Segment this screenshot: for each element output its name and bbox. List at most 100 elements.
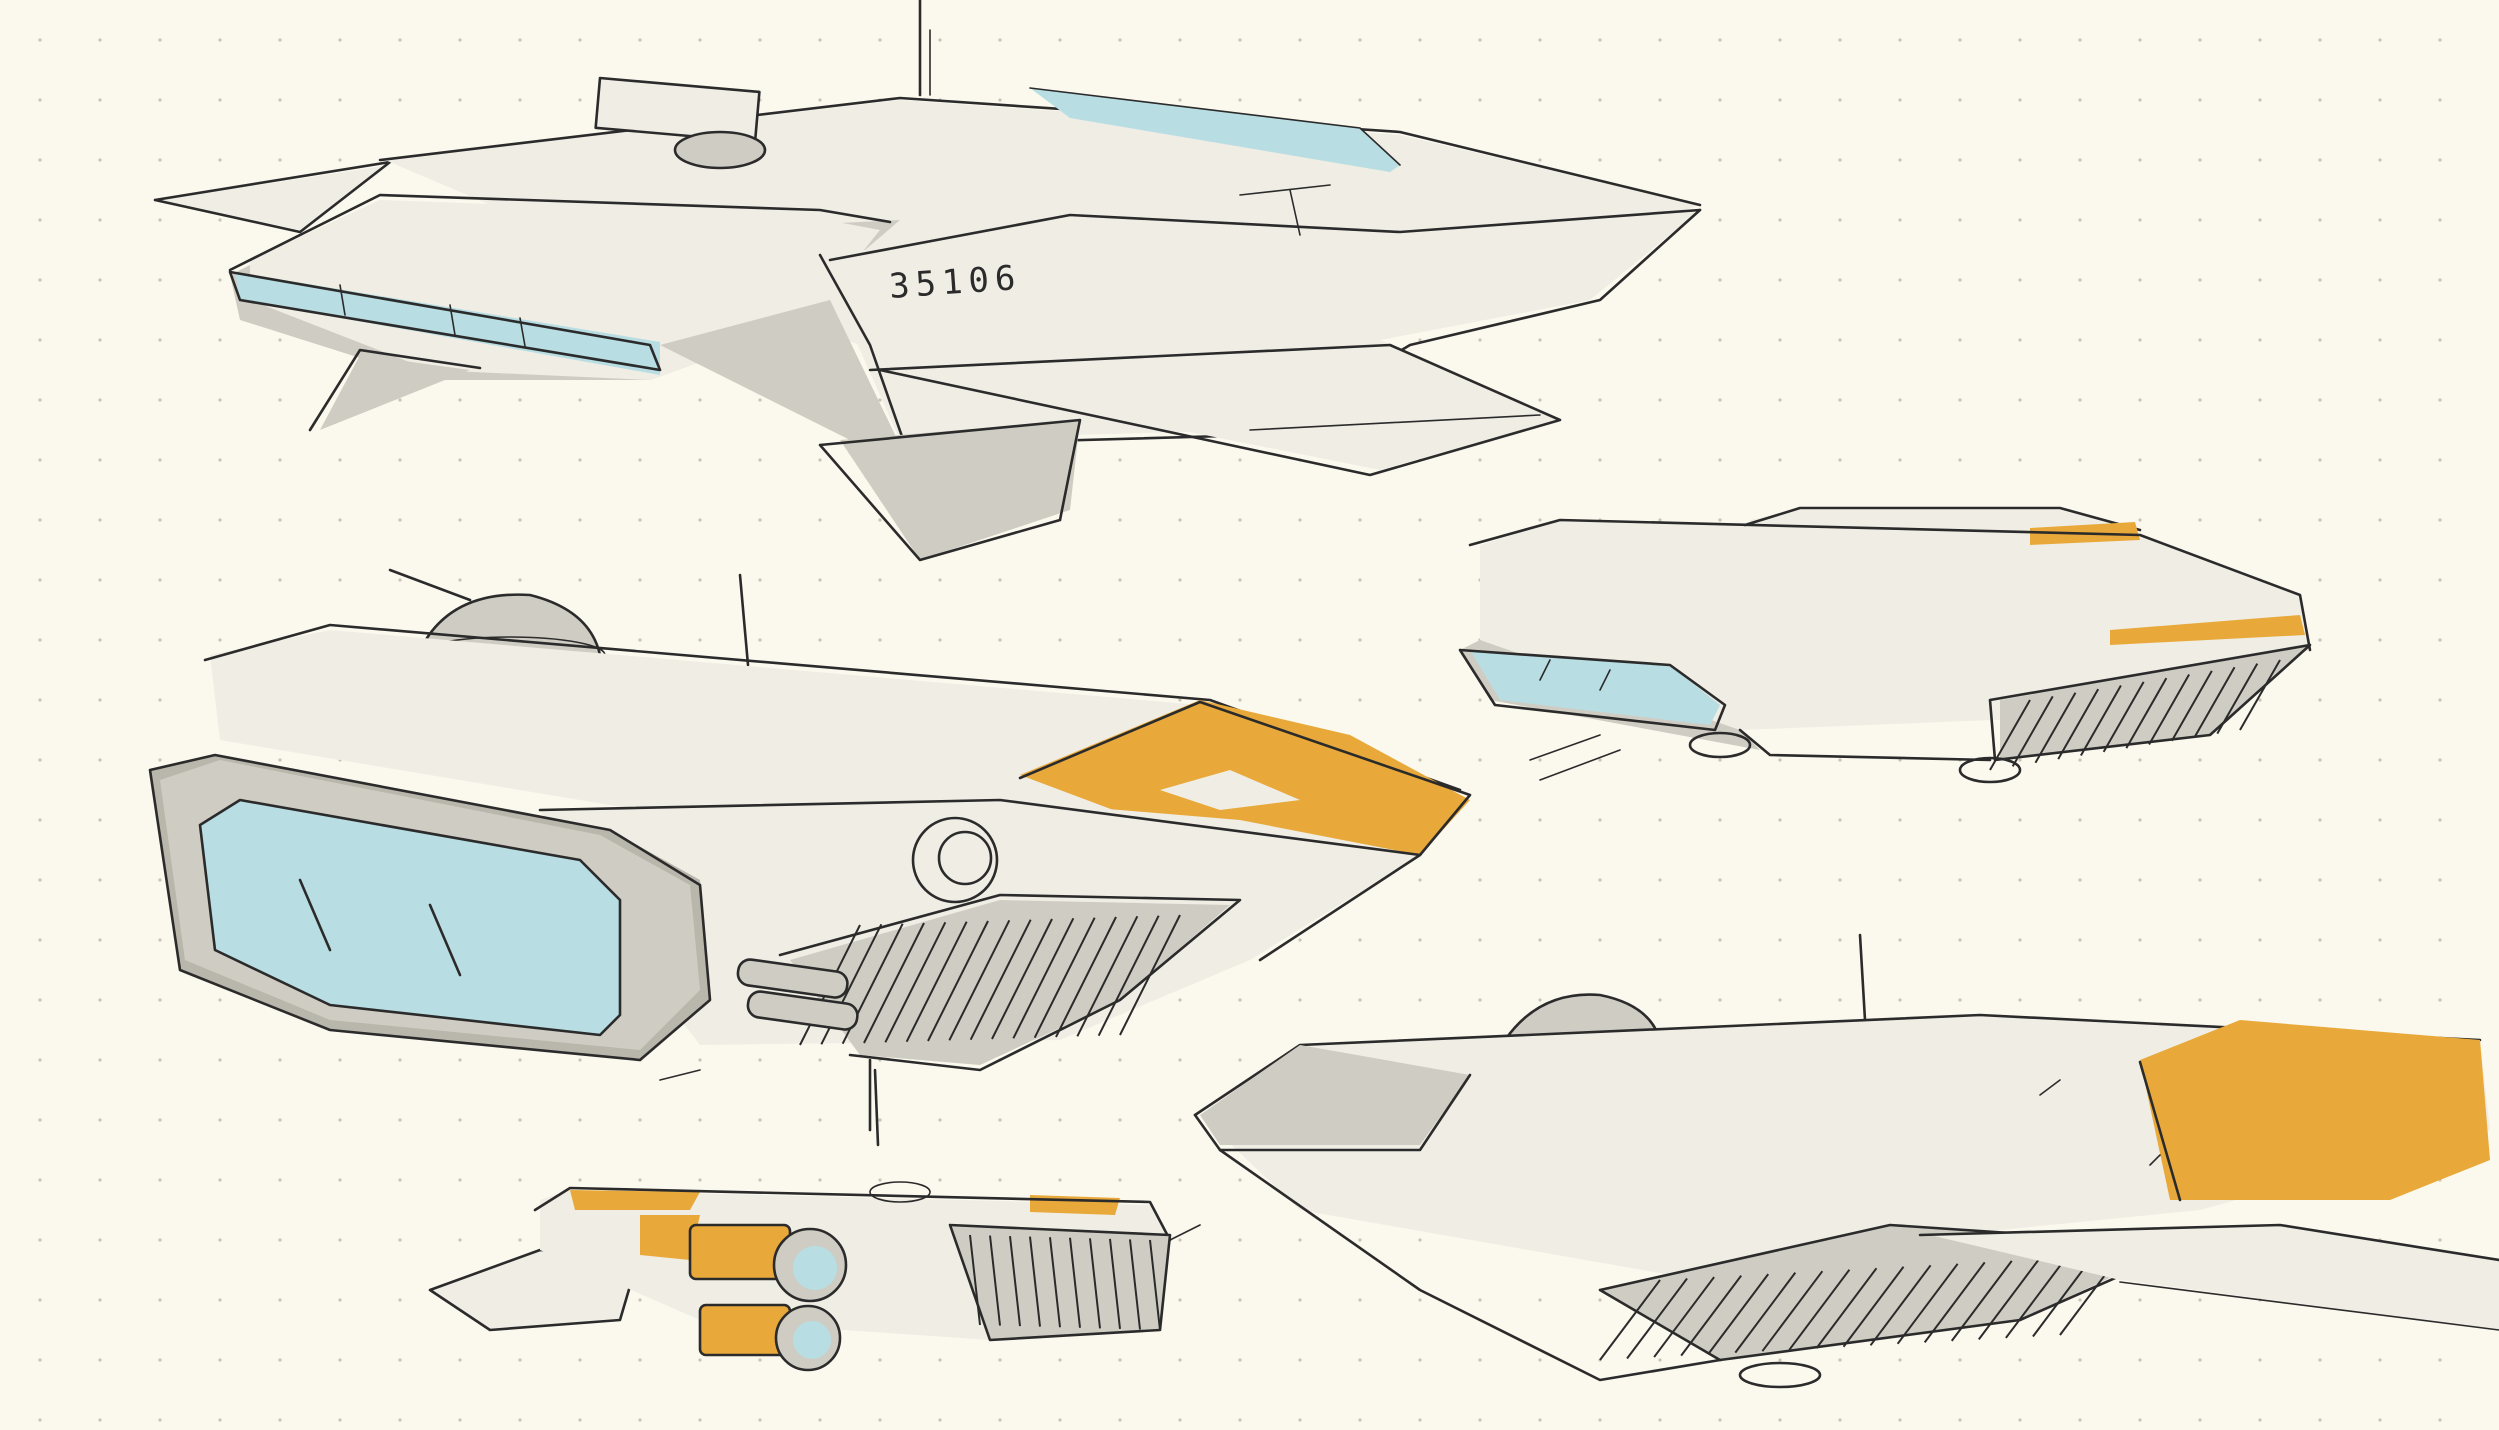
grid-dot bbox=[458, 1058, 462, 1062]
grid-dot bbox=[2078, 338, 2082, 342]
grid-dot bbox=[1178, 98, 1182, 102]
grid-dot bbox=[1418, 1358, 1422, 1362]
grid-dot bbox=[2078, 158, 2082, 162]
grid-dot bbox=[1958, 1358, 1962, 1362]
grid-dot bbox=[938, 1178, 942, 1182]
hatch-line bbox=[989, 1235, 1001, 1326]
grid-dot bbox=[278, 158, 282, 162]
grid-dot bbox=[638, 578, 642, 582]
grid-dot bbox=[2318, 38, 2322, 42]
grid-dot bbox=[98, 38, 102, 42]
grid-dot bbox=[878, 1418, 882, 1422]
grid-dot bbox=[1478, 1298, 1482, 1302]
grid-dot bbox=[1478, 878, 1482, 882]
grid-dot bbox=[2438, 278, 2442, 282]
grid-dot bbox=[458, 1238, 462, 1242]
grid-dot bbox=[2378, 998, 2382, 1002]
grid-dot bbox=[1478, 758, 1482, 762]
grid-dot bbox=[1658, 1418, 1662, 1422]
grid-dot bbox=[1238, 1298, 1242, 1302]
grid-dot bbox=[1958, 1418, 1962, 1422]
grid-dot bbox=[818, 1058, 822, 1062]
grid-dot bbox=[2198, 218, 2202, 222]
grid-dot bbox=[1778, 1418, 1782, 1422]
hatch-line bbox=[905, 921, 968, 1043]
hatch-line bbox=[1049, 1237, 1061, 1328]
grid-dot bbox=[158, 38, 162, 42]
hatch-line bbox=[1149, 1239, 1161, 1331]
grid-dot bbox=[38, 278, 42, 282]
grid-dot bbox=[2378, 938, 2382, 942]
grid-dot bbox=[518, 578, 522, 582]
grid-dot bbox=[1538, 98, 1542, 102]
hatch-line bbox=[1033, 917, 1096, 1039]
grid-dot bbox=[38, 938, 42, 942]
grid-dot bbox=[2318, 1418, 2322, 1422]
grid-dot bbox=[2078, 878, 2082, 882]
grid-dot bbox=[578, 1058, 582, 1062]
grid-dot bbox=[38, 1118, 42, 1122]
grid-dot bbox=[278, 578, 282, 582]
grid-dot bbox=[1958, 938, 1962, 942]
grid-dot bbox=[218, 1058, 222, 1062]
grid-dot bbox=[158, 758, 162, 762]
grid-dot bbox=[1838, 818, 1842, 822]
grid-dot bbox=[398, 1238, 402, 1242]
grid-dot bbox=[1838, 98, 1842, 102]
grid-dot bbox=[2138, 1298, 2142, 1302]
grid-dot bbox=[398, 1298, 402, 1302]
grid-dot bbox=[398, 1118, 402, 1122]
grid-dot bbox=[1238, 698, 1242, 702]
grid-dot bbox=[1238, 98, 1242, 102]
grid-dot bbox=[1298, 638, 1302, 642]
grid-dot bbox=[278, 458, 282, 462]
grid-dot bbox=[98, 1358, 102, 1362]
grid-dot bbox=[2438, 878, 2442, 882]
grid-dot bbox=[458, 1418, 462, 1422]
grid-dot bbox=[98, 218, 102, 222]
grid-dot bbox=[458, 98, 462, 102]
grid-dot bbox=[2438, 818, 2442, 822]
grid-dot bbox=[2438, 38, 2442, 42]
grid-dot bbox=[1538, 938, 1542, 942]
grid-dot bbox=[38, 998, 42, 1002]
grid-dot bbox=[2318, 98, 2322, 102]
grid-dot bbox=[2138, 338, 2142, 342]
grid-dot bbox=[2258, 158, 2262, 162]
grid-dot bbox=[518, 458, 522, 462]
grid-dot bbox=[1478, 938, 1482, 942]
grid-dot bbox=[1238, 578, 1242, 582]
grid-dot bbox=[1418, 1418, 1422, 1422]
grid-dot bbox=[1658, 878, 1662, 882]
grid-dot bbox=[158, 458, 162, 462]
grid-dot bbox=[1718, 38, 1722, 42]
grid-dot bbox=[638, 1178, 642, 1182]
grid-dot bbox=[638, 1358, 642, 1362]
grid-dot bbox=[98, 338, 102, 342]
hatch-line bbox=[2005, 1257, 2067, 1339]
grid-dot bbox=[1538, 158, 1542, 162]
grid-dot bbox=[1358, 1418, 1362, 1422]
grid-dot bbox=[278, 758, 282, 762]
grid-dot bbox=[1598, 818, 1602, 822]
grid-dot bbox=[1178, 38, 1182, 42]
grid-dot bbox=[1358, 998, 1362, 1002]
grid-dot bbox=[1598, 38, 1602, 42]
grid-dot bbox=[638, 1298, 642, 1302]
grid-dot bbox=[1718, 458, 1722, 462]
grid-dot bbox=[1358, 98, 1362, 102]
grid-dot bbox=[758, 458, 762, 462]
grid-dot bbox=[2438, 578, 2442, 582]
grid-dot bbox=[1778, 98, 1782, 102]
grid-dot bbox=[818, 458, 822, 462]
grid-dot bbox=[1898, 1418, 1902, 1422]
grid-dot bbox=[278, 1238, 282, 1242]
grid-dot bbox=[38, 458, 42, 462]
grid-dot bbox=[2318, 398, 2322, 402]
grid-dot bbox=[1958, 158, 1962, 162]
hatch-line bbox=[884, 921, 947, 1043]
grid-dot bbox=[1658, 818, 1662, 822]
grid-dot bbox=[518, 1058, 522, 1062]
grid-dot bbox=[2438, 1418, 2442, 1422]
hatch-line bbox=[2080, 684, 2122, 756]
